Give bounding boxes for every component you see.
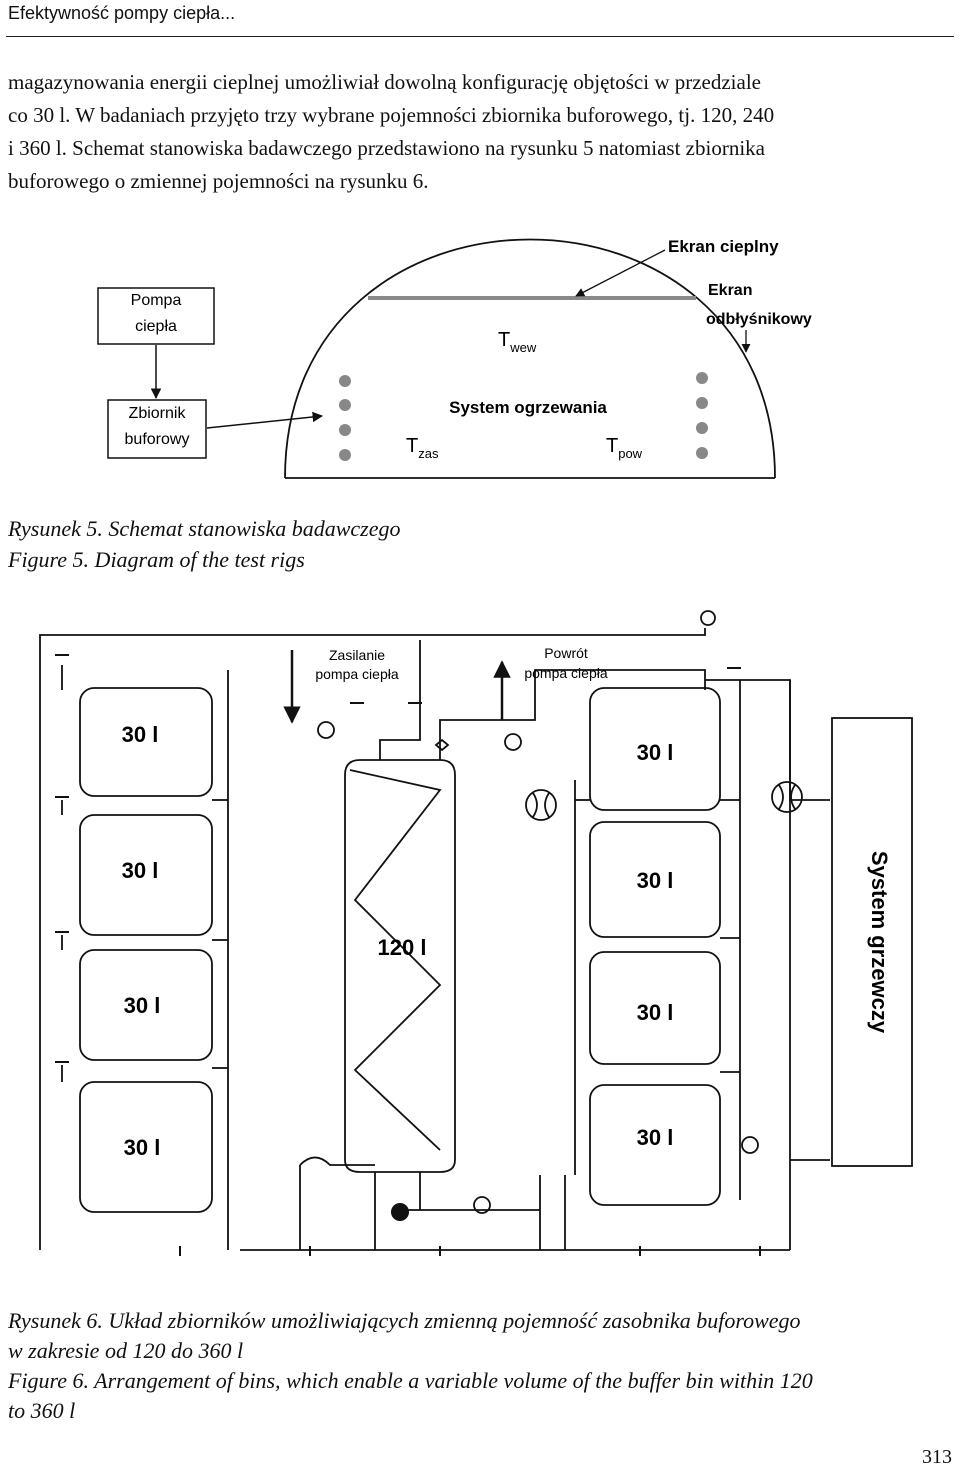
left-tank-2 <box>79 814 213 936</box>
central-tank-120 <box>344 759 456 1173</box>
reflective-screen-label-1: Ekran <box>708 282 752 299</box>
figure-5-diagram: Pompa ciepła Zbiornik buforowy Ekran cie… <box>97 237 812 479</box>
return-label-2: pompa ciepła <box>524 665 607 681</box>
thermal-screen-arrow <box>575 249 666 297</box>
buffer-label-1: Zbiornik <box>129 405 187 422</box>
supply-label-1: Zasilanie <box>329 647 385 663</box>
body-line: co 30 l. W badaniach przyjęto trzy wybra… <box>8 103 775 127</box>
buffer-arrow <box>206 411 324 429</box>
pipe-crossover <box>299 1156 375 1166</box>
heat-pump-box <box>97 287 215 345</box>
thermal-screen-label: Ekran cieplny <box>668 237 779 256</box>
heating-pipes-left <box>339 375 351 461</box>
left-tank-2-label: 30 l <box>122 858 159 883</box>
thermometer-icon <box>504 733 522 751</box>
figure-5-caption-en: Figure 5. Diagram of the test rigs <box>8 547 305 572</box>
right-tank-2-label: 30 l <box>637 868 674 893</box>
running-header: Efektywność pompy ciepła... <box>8 3 236 23</box>
heating-pipes-right <box>696 372 708 459</box>
buffer-label-2: buforowy <box>125 431 190 448</box>
supply-pipe <box>379 640 421 760</box>
body-line: magazynowania energii cieplnej umożliwia… <box>8 70 761 94</box>
left-tank-4-label: 30 l <box>124 1135 161 1160</box>
circulation-pump-icon <box>391 1203 409 1221</box>
body-line: i 360 l. Schemat stanowiska badawczego p… <box>8 136 765 160</box>
left-tank-1-label: 30 l <box>122 722 159 747</box>
outer-pipe-top <box>39 628 706 1250</box>
figure-5-caption-pl: Rysunek 5. Schemat stanowiska badawczego <box>8 516 401 541</box>
t-supply-label: Tzas <box>406 435 439 461</box>
right-tank-3-label: 30 l <box>637 1000 674 1025</box>
left-tank-4 <box>79 1081 213 1213</box>
flow-meter-1 <box>525 789 557 821</box>
supply-label-2: pompa ciepła <box>315 666 398 682</box>
right-tank-3 <box>589 951 721 1065</box>
heat-exchanger-coil <box>349 769 442 1151</box>
greenhouse-dome <box>284 238 776 479</box>
body-line: buforowego o zmiennej pojemności na rysu… <box>8 169 429 193</box>
flow-meter-1-mark <box>532 792 550 818</box>
t-return-label: Tpow <box>606 435 643 461</box>
thermometer-icon <box>473 1196 491 1214</box>
central-tank-label: 120 l <box>378 935 427 960</box>
thermometer-icon <box>741 1136 759 1154</box>
flow-meter-2-mark <box>778 784 796 810</box>
body-paragraph: magazynowania energii cieplnej umożliwia… <box>8 66 953 198</box>
valve-icon <box>700 610 716 626</box>
return-pipe <box>439 669 706 760</box>
figure-6-caption-en-1: Figure 6. Arrangement of bins, which ena… <box>8 1368 813 1393</box>
figure-6-caption-pl-1: Rysunek 6. Układ zbiorników umożliwiając… <box>8 1308 801 1333</box>
heating-system-label: System ogrzewania <box>449 398 607 417</box>
left-tank-3-label: 30 l <box>124 993 161 1018</box>
left-tank-3 <box>79 949 213 1061</box>
valve-handles <box>55 654 761 1256</box>
buffer-tank-box <box>107 399 207 459</box>
thermometer-icon <box>317 721 335 739</box>
right-tank-1 <box>589 687 721 811</box>
page-number: 313 <box>922 1446 952 1468</box>
valve-icon <box>434 738 450 752</box>
right-tank-4-label: 30 l <box>637 1125 674 1150</box>
heating-system-label: System grzewczy <box>867 851 892 1034</box>
figure-6-caption-pl-2: w zakresie od 120 do 360 l <box>8 1338 244 1363</box>
heat-pump-label-2: ciepła <box>135 318 177 335</box>
heat-pump-label-1: Pompa <box>131 292 182 309</box>
reflective-screen-label-2: odbłyśnikowy <box>706 311 812 328</box>
header-rule <box>6 36 954 37</box>
heating-supply-pipe <box>705 679 830 801</box>
figure-6-caption-en-2: to 360 l <box>8 1398 76 1423</box>
heating-system-box <box>831 717 913 1167</box>
left-tank-1 <box>79 687 213 797</box>
right-tank-4 <box>589 1084 721 1206</box>
figure-6-diagram: Zasilanie pompa ciepła Powrót pompa ciep… <box>39 610 913 1256</box>
right-tank-2 <box>589 821 721 938</box>
right-tank-1-label: 30 l <box>637 740 674 765</box>
t-internal-label: Twew <box>498 329 537 355</box>
return-label-1: Powrót <box>544 645 588 661</box>
flow-meter-2 <box>771 781 803 813</box>
